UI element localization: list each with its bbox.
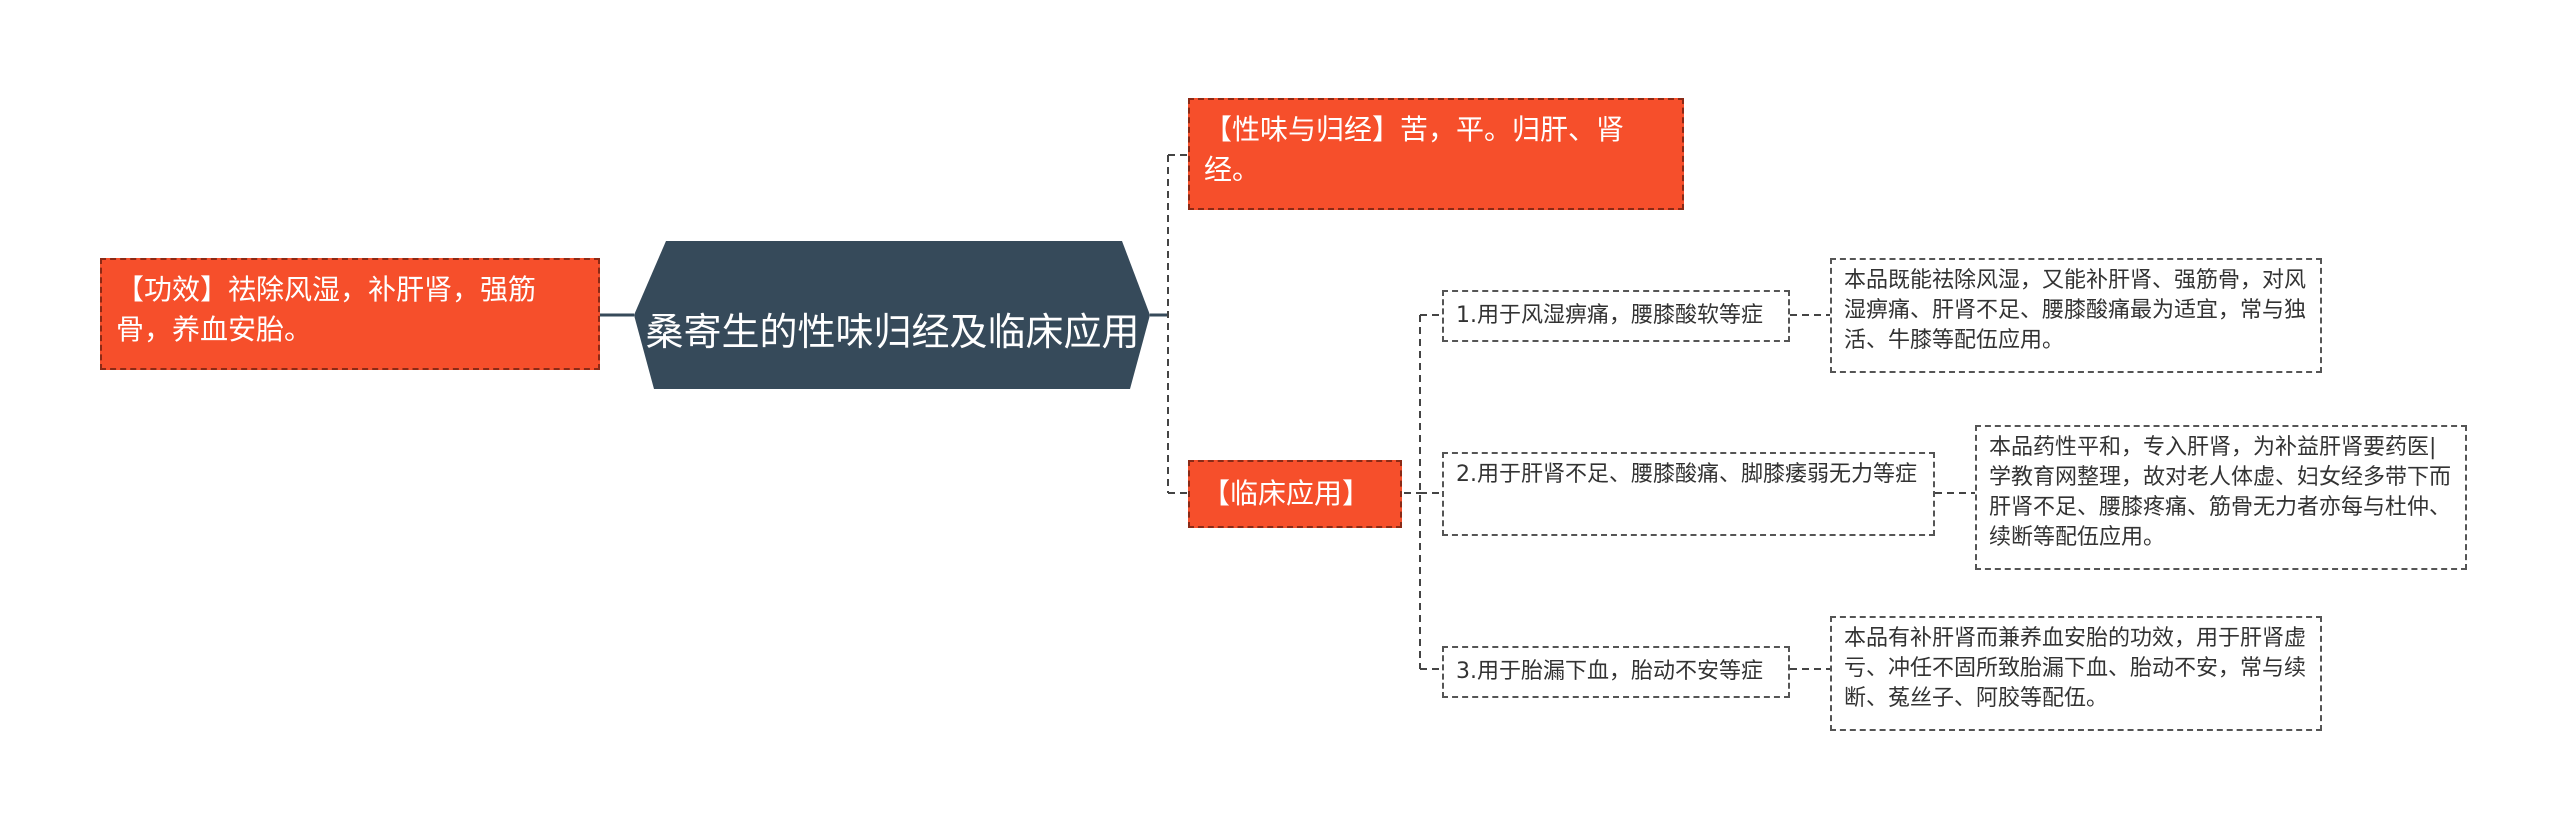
- clinical-detail-2[interactable]: 本品药性平和，专入肝肾，为补益肝肾要药医|学教育网整理，故对老人体虚、妇女经多带…: [1975, 425, 2467, 570]
- clinical-use-node[interactable]: 【临床应用】: [1188, 460, 1402, 528]
- clinical-detail-3[interactable]: 本品有补肝肾而兼养血安胎的功效，用于肝肾虚亏、冲任不固所致胎漏下血、胎动不安，常…: [1830, 616, 2322, 731]
- clinical-item-2[interactable]: 2.用于肝肾不足、腰膝酸痛、脚膝痿弱无力等症: [1442, 452, 1935, 536]
- clinical-detail-2-text: 本品药性平和，专入肝肾，为补益肝肾要药医|学教育网整理，故对老人体虚、妇女经多带…: [1989, 435, 2452, 550]
- effect-text: 【功效】祛除风湿，补肝肾，强筋骨，养血安胎。: [116, 273, 537, 346]
- clinical-item-1-text: 1.用于风湿痹痛，腰膝酸软等症: [1456, 303, 1763, 328]
- root-title[interactable]: 桑寄生的性味归经及临床应用: [645, 310, 1140, 354]
- clinical-detail-1-text: 本品既能祛除风湿，又能补肝肾、强筋骨，对风湿痹痛、肝肾不足、腰膝酸痛最为适宜，常…: [1844, 268, 2307, 353]
- clinical-item-2-text: 2.用于肝肾不足、腰膝酸痛、脚膝痿弱无力等症: [1456, 462, 1917, 487]
- clinical-item-1[interactable]: 1.用于风湿痹痛，腰膝酸软等症: [1442, 290, 1790, 342]
- clinical-detail-1[interactable]: 本品既能祛除风湿，又能补肝肾、强筋骨，对风湿痹痛、肝肾不足、腰膝酸痛最为适宜，常…: [1830, 258, 2322, 373]
- clinical-item-3[interactable]: 3.用于胎漏下血，胎动不安等症: [1442, 646, 1790, 698]
- effect-node[interactable]: 【功效】祛除风湿，补肝肾，强筋骨，养血安胎。: [100, 258, 600, 370]
- clinical-item-3-text: 3.用于胎漏下血，胎动不安等症: [1456, 659, 1763, 684]
- clinical-use-text: 【临床应用】: [1202, 477, 1371, 510]
- clinical-detail-3-text: 本品有补肝肾而兼养血安胎的功效，用于肝肾虚亏、冲任不固所致胎漏下血、胎动不安，常…: [1844, 626, 2307, 711]
- root-shape: [634, 241, 1150, 389]
- taste-meridian-node[interactable]: 【性味与归经】苦，平。归肝、肾经。: [1188, 98, 1684, 210]
- taste-meridian-text: 【性味与归经】苦，平。归肝、肾经。: [1204, 113, 1625, 186]
